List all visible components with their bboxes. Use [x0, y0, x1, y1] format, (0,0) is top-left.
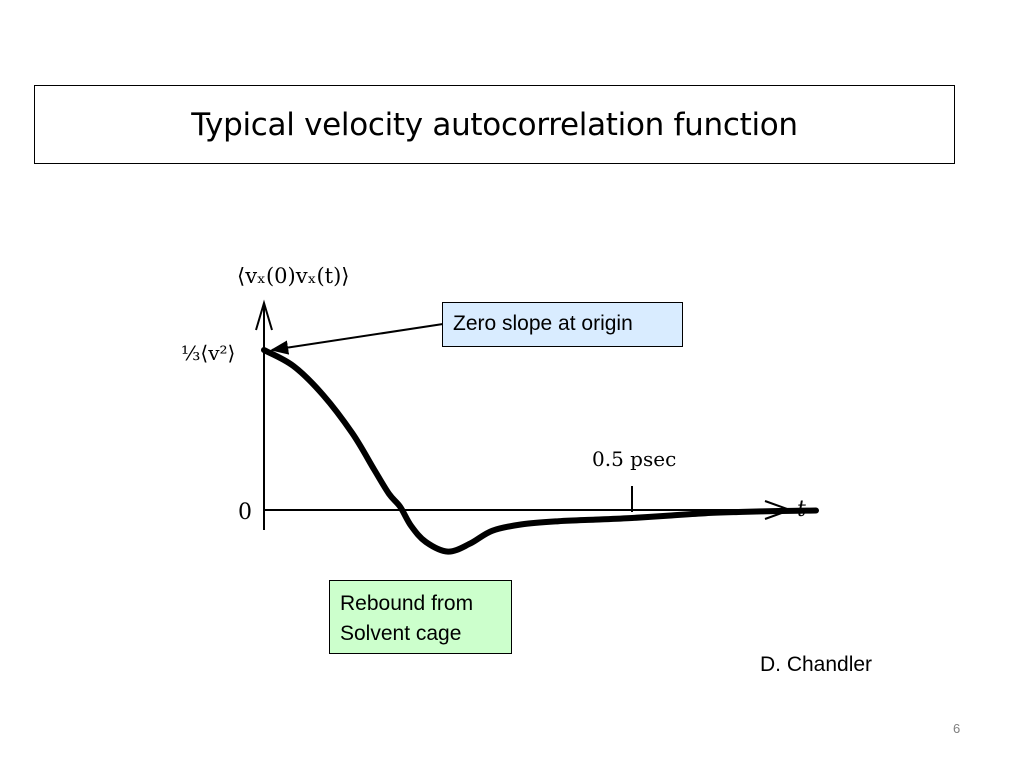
rebound-text-line1: Rebound from: [340, 592, 474, 615]
slide-title-box: Typical velocity autocorrelation functio…: [34, 85, 955, 164]
rebound-text-line2: Solvent cage: [340, 622, 462, 645]
x-annotation-05psec: 0.5 psec: [592, 447, 676, 471]
rebound-callout: Rebound from Solvent cage: [329, 580, 512, 654]
zero-slope-text: Zero slope at origin: [453, 312, 633, 335]
y-tick-max: ⅓⟨v²⟩: [181, 341, 235, 365]
x-axis-label: t: [797, 497, 806, 522]
y-axis-label: ⟨vₓ(0)vₓ(t)⟩: [237, 264, 350, 288]
zero-slope-callout: Zero slope at origin: [442, 302, 683, 347]
y-tick-zero: 0: [238, 500, 252, 525]
y-axis-arrowhead: [255, 299, 273, 331]
slide-title: Typical velocity autocorrelation functio…: [191, 106, 798, 143]
vacf-curve: [261, 347, 819, 555]
slide-number: 6: [953, 721, 961, 736]
author-credit: D. Chandler: [760, 653, 873, 676]
zero-slope-leader: [270, 323, 444, 355]
